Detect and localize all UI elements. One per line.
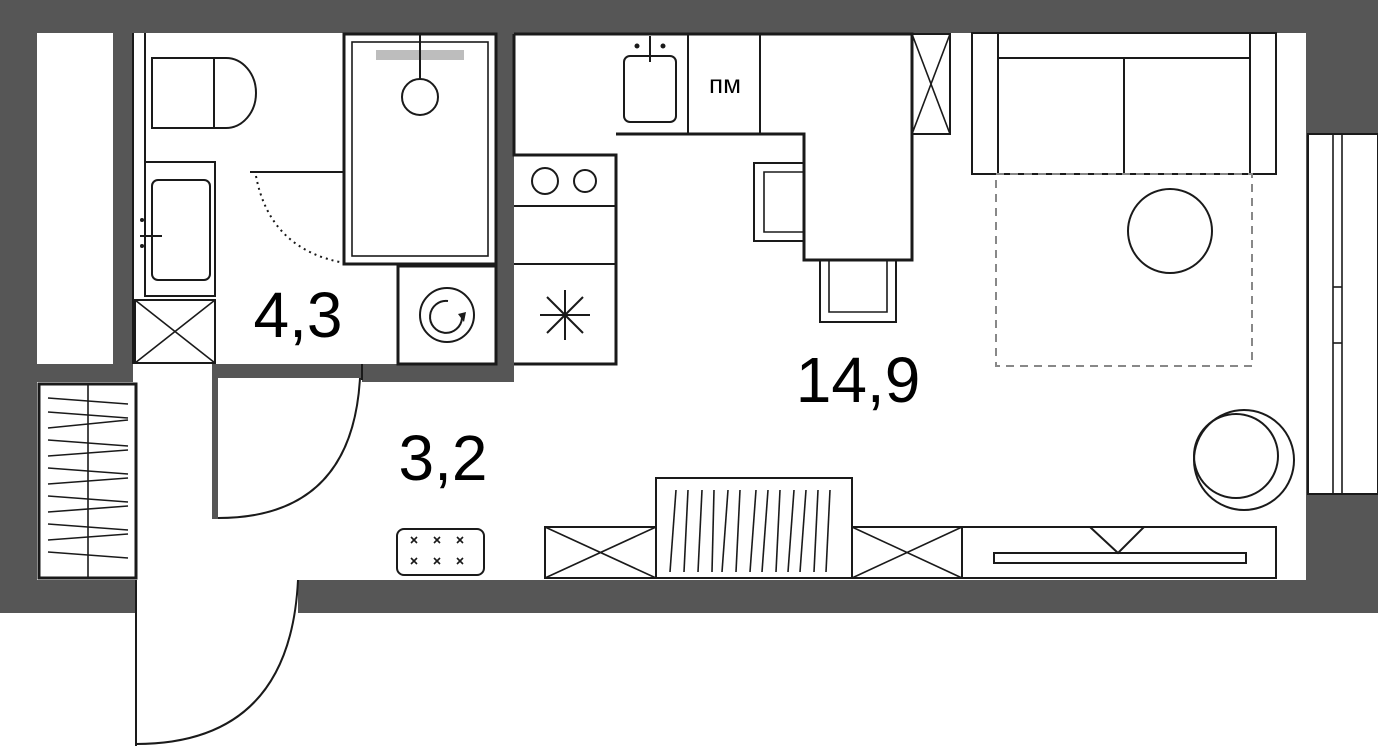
closet	[37, 382, 138, 580]
sink-icon	[623, 34, 689, 134]
toilet-icon	[151, 57, 257, 129]
living-room: пм	[512, 32, 1378, 579]
round-chair	[1193, 409, 1295, 511]
coffee-table	[1127, 188, 1213, 274]
stove-icon	[514, 167, 616, 265]
room-area-bathroom: 4,3	[254, 279, 343, 351]
hallway: 3,2	[135, 364, 488, 746]
dishwasher-label: пм	[709, 69, 741, 99]
rug	[995, 173, 1253, 367]
riser-box	[134, 299, 216, 364]
bathroom: 4,3	[132, 32, 498, 366]
chair	[819, 260, 897, 323]
fridge-icon	[540, 290, 590, 340]
washing-machine-icon	[396, 264, 498, 366]
chair	[753, 162, 804, 242]
window-right	[1307, 133, 1378, 495]
room-area-hallway: 3,2	[399, 422, 488, 494]
dishwasher: пм	[709, 34, 761, 134]
storage-unit	[544, 477, 1277, 579]
room-area-living: 14,9	[796, 344, 921, 416]
door-mat-icon	[396, 528, 485, 576]
shower-icon	[342, 32, 498, 266]
vent-shaft	[911, 33, 951, 135]
